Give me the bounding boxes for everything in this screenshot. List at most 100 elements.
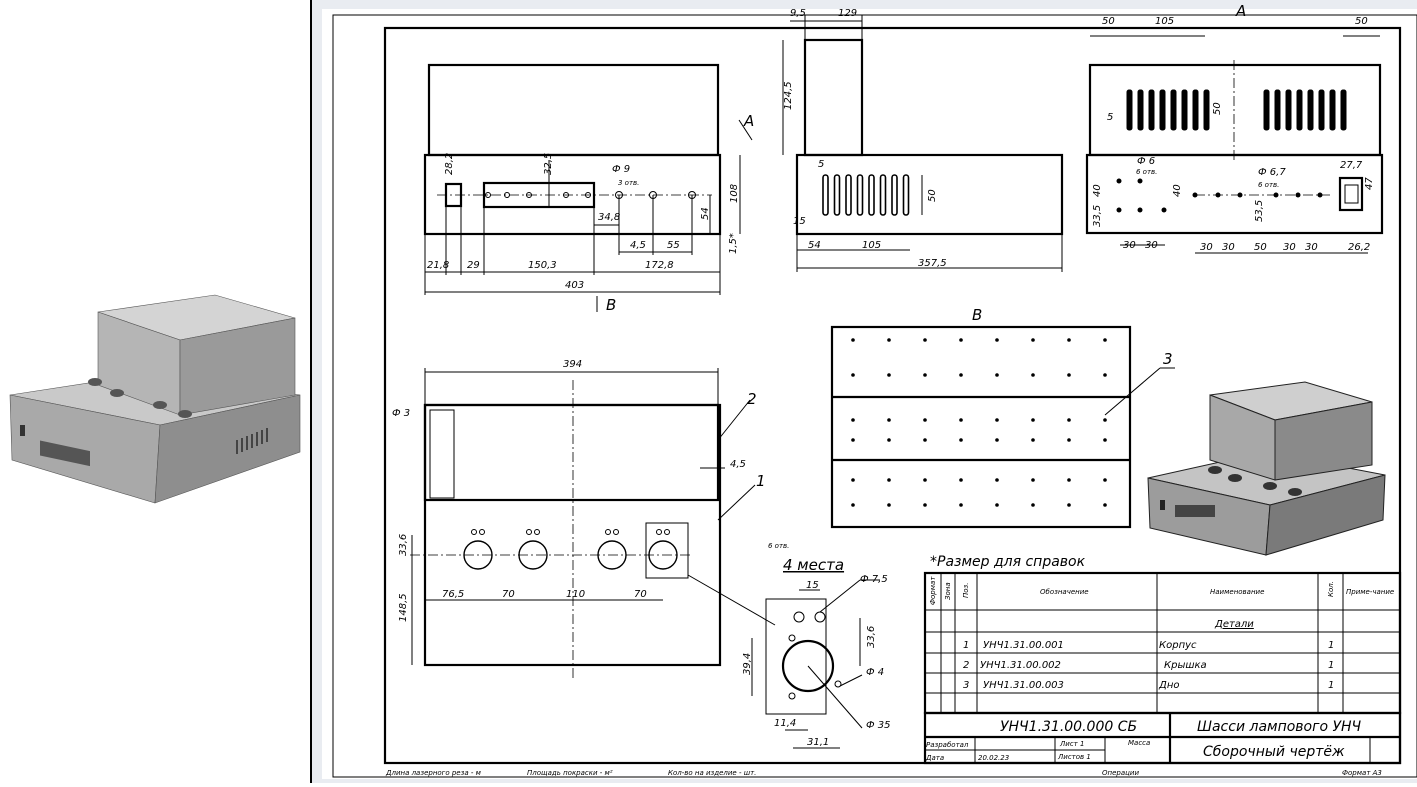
dimension-label: 34,8 xyxy=(598,212,620,223)
dimension-label: 9,5 xyxy=(790,8,806,19)
vent-slots xyxy=(236,428,268,454)
mounting-hole xyxy=(887,503,891,507)
vent-slot xyxy=(833,174,841,216)
dimension-label: 28,2 xyxy=(444,153,455,175)
sheet-count: Листов 1 xyxy=(1057,753,1091,761)
mounting-hole xyxy=(1067,338,1071,342)
mounting-hole xyxy=(1067,373,1071,377)
dimension-label: 27,7 xyxy=(1340,160,1363,171)
mounting-hole xyxy=(959,503,963,507)
drawing-sheet: 28,2 32,5 Ф 9 3 отв. 34,8 54 108 4,5 55 … xyxy=(322,2,1417,779)
places-label: 4 места xyxy=(783,556,844,574)
dimension-label: 21,8 xyxy=(427,260,449,271)
lamp-hole xyxy=(656,529,662,535)
dimension-label: 39,4 xyxy=(742,653,753,675)
dimension-label: 11,4 xyxy=(774,718,796,729)
view-b: В 3 xyxy=(830,306,1175,529)
row-name: Корпус xyxy=(1159,640,1197,651)
mounting-hole xyxy=(887,418,891,422)
dimension-label: Ф 4 xyxy=(866,667,884,678)
mounting-hole xyxy=(887,338,891,342)
header-name: Наименование xyxy=(1210,588,1264,596)
table-row: 1 УНЧ1.31.00.001 Корпус 1 xyxy=(963,640,1334,651)
dimension-label: 30 xyxy=(1283,242,1296,253)
dimension-label: 15 xyxy=(806,580,819,591)
mounting-hole xyxy=(851,338,855,342)
dimension-label: 31,1 xyxy=(807,737,829,748)
dimension-label: 50 xyxy=(1102,16,1115,27)
dimension-label: 70 xyxy=(634,589,647,600)
dimension-label: 403 xyxy=(565,280,584,291)
row-code: УНЧ1.31.00.001 xyxy=(983,640,1064,651)
vent-slot xyxy=(1318,89,1325,131)
dimension-label: 110 xyxy=(566,589,585,600)
mounting-hole xyxy=(923,503,927,507)
dimension-label: 50 xyxy=(1355,16,1368,27)
header-zone: Зона xyxy=(944,582,952,600)
vent-slot xyxy=(1307,89,1314,131)
dimension-label: 3 отв. xyxy=(618,179,639,187)
mounting-hole xyxy=(995,373,999,377)
position-label: 3 xyxy=(1163,350,1173,368)
dimension-label: 5 xyxy=(818,159,824,170)
side-view: 9,5 129 124,5 5 50 15 54 105 357,5 xyxy=(782,8,1064,272)
dimension-label: 33,6 xyxy=(866,626,877,648)
dimension-label: 32,5 xyxy=(543,153,554,175)
header-qty: Кол. xyxy=(1327,581,1335,597)
dimension-label: 105 xyxy=(1155,16,1174,27)
mounting-hole xyxy=(851,438,855,442)
table-row: 3 УНЧ1.31.00.003 Дно 1 xyxy=(963,680,1334,691)
row-name: Дно xyxy=(1158,680,1179,691)
mounting-hole xyxy=(995,478,999,482)
vent-slot xyxy=(1170,89,1177,131)
tube-sockets xyxy=(88,378,192,418)
mounting-hole xyxy=(923,418,927,422)
lamp-hole xyxy=(605,529,611,535)
dimension-label: 54 xyxy=(700,207,711,220)
mounting-hole xyxy=(959,338,963,342)
tube-socket-hole xyxy=(597,540,627,570)
panel-divider[interactable] xyxy=(310,0,312,783)
reference-note: *Размер для справок xyxy=(930,554,1086,570)
dimension-label: 50 xyxy=(1254,242,1267,253)
mounting-hole xyxy=(1103,478,1107,482)
3d-model-preview[interactable] xyxy=(0,0,310,783)
mounting-hole xyxy=(1031,338,1035,342)
vent-slot xyxy=(856,174,864,216)
mounting-hole xyxy=(1103,438,1107,442)
dimension-label: 6 отв. xyxy=(1258,181,1279,189)
mounting-hole xyxy=(1067,418,1071,422)
dimension-label: 55 xyxy=(667,240,680,251)
dimension-label: 108 xyxy=(729,184,740,203)
dimension-label: 4,5 xyxy=(730,459,746,470)
dimension-label: Ф 35 xyxy=(866,720,891,731)
dimension-label: 357,5 xyxy=(918,258,947,269)
mounting-hole xyxy=(1103,503,1107,507)
date-label: Дата xyxy=(925,754,944,762)
vent-slot xyxy=(1203,89,1210,131)
dimension-label: 6 отв. xyxy=(1136,168,1157,176)
tube-socket-hole xyxy=(463,540,493,570)
vent-slot xyxy=(1329,89,1336,131)
dimension-label: 5 xyxy=(1107,112,1113,123)
mounting-hole xyxy=(1067,478,1071,482)
vent-slot xyxy=(1285,89,1292,131)
header-designation: Обозначение xyxy=(1040,588,1089,596)
chassis-side xyxy=(154,394,301,504)
vent-slot xyxy=(879,174,887,216)
dimension-label: 70 xyxy=(502,589,515,600)
laser-length-label: Длина лазерного реза - м xyxy=(385,769,482,777)
mounting-hole xyxy=(959,373,963,377)
mounting-hole xyxy=(923,438,927,442)
lamp-hole xyxy=(664,529,670,535)
dimension-label: 1,5* xyxy=(728,233,739,254)
row-code: УНЧ1.31.00.002 xyxy=(980,660,1061,671)
mounting-hole xyxy=(959,438,963,442)
row-qty: 1 xyxy=(1328,660,1334,671)
drawing-title: Шасси лампового УНЧ xyxy=(1197,719,1362,735)
lamp-hole xyxy=(534,529,540,535)
dimension-label: Ф 6,7 xyxy=(1258,167,1286,178)
tube-socket-hole xyxy=(518,540,548,570)
mass-label: Масса xyxy=(1128,739,1150,747)
mounting-hole xyxy=(995,338,999,342)
